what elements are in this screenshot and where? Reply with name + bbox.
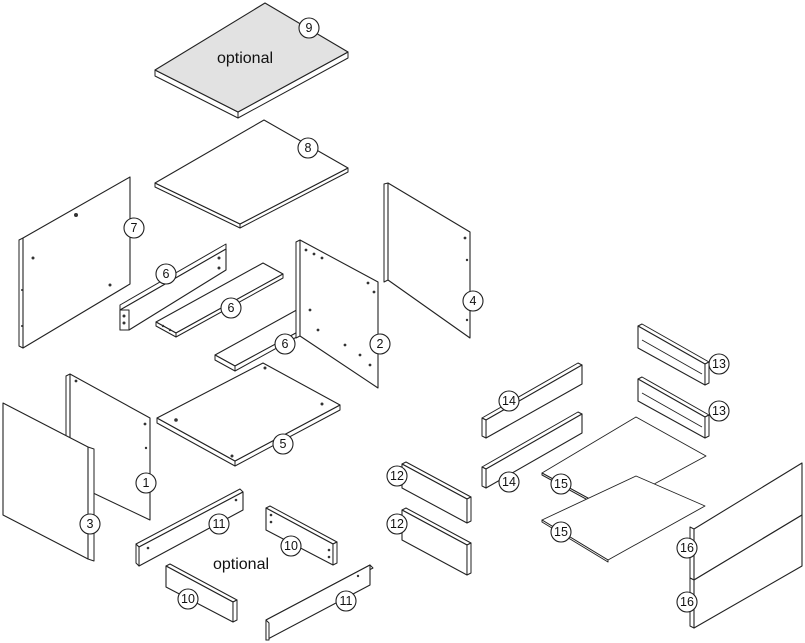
svg-text:7: 7 bbox=[131, 221, 138, 235]
part-13-drawer-back-2 bbox=[637, 376, 710, 439]
svg-text:6: 6 bbox=[163, 267, 170, 281]
part-14-drawer-side-2 bbox=[481, 411, 583, 489]
callout-12-lower: 12 bbox=[386, 513, 408, 535]
part-3-front-panel bbox=[2, 402, 95, 562]
svg-text:14: 14 bbox=[502, 394, 516, 408]
callout-10-lower: 10 bbox=[177, 588, 199, 610]
svg-text:12: 12 bbox=[390, 517, 404, 531]
callout-15-lower: 15 bbox=[550, 521, 572, 543]
callout-6-flat-2: 6 bbox=[274, 333, 296, 355]
part-11-base-rail-2 bbox=[265, 564, 374, 641]
svg-text:13: 13 bbox=[712, 404, 726, 418]
part-8-top-board bbox=[154, 119, 349, 229]
svg-text:15: 15 bbox=[554, 477, 568, 491]
svg-text:2: 2 bbox=[377, 337, 384, 351]
part-4-side-panel bbox=[383, 182, 471, 339]
svg-text:12: 12 bbox=[390, 469, 404, 483]
part-12-drawer-rail-1 bbox=[401, 461, 472, 524]
callout-7: 7 bbox=[123, 217, 145, 239]
part-2-partition-panel bbox=[295, 239, 379, 389]
svg-text:9: 9 bbox=[306, 21, 313, 35]
part-10-base-rail-1 bbox=[265, 505, 338, 566]
svg-text:13: 13 bbox=[712, 357, 726, 371]
callout-11-upper: 11 bbox=[208, 513, 230, 535]
part-11-base-rail-1 bbox=[135, 488, 244, 567]
svg-text:3: 3 bbox=[87, 517, 94, 531]
part-7-side-panel bbox=[18, 176, 131, 349]
svg-text:5: 5 bbox=[280, 437, 287, 451]
optional-label-base: optional bbox=[213, 556, 269, 573]
callout-2: 2 bbox=[369, 333, 391, 355]
callout-1: 1 bbox=[135, 472, 157, 494]
svg-text:11: 11 bbox=[340, 594, 353, 608]
callout-16-upper: 16 bbox=[676, 537, 698, 559]
callout-11-lower: 11 bbox=[335, 590, 357, 612]
svg-text:8: 8 bbox=[305, 141, 312, 155]
part-10-base-rail-2 bbox=[165, 563, 238, 623]
svg-text:1: 1 bbox=[143, 476, 150, 490]
callout-15-upper: 15 bbox=[550, 473, 572, 495]
callout-16-lower: 16 bbox=[676, 591, 698, 613]
callout-9: 9 bbox=[298, 17, 320, 39]
svg-text:16: 16 bbox=[680, 541, 694, 555]
callout-10-upper: 10 bbox=[280, 535, 302, 557]
svg-text:16: 16 bbox=[680, 595, 694, 609]
svg-text:4: 4 bbox=[470, 294, 477, 308]
svg-text:10: 10 bbox=[284, 539, 298, 553]
callout-14-upper: 14 bbox=[498, 390, 520, 412]
svg-text:6: 6 bbox=[228, 301, 235, 315]
part-5-bottom-board bbox=[156, 362, 341, 467]
callout-6-upright: 6 bbox=[155, 263, 177, 285]
optional-label-top: optional bbox=[217, 50, 273, 67]
svg-text:11: 11 bbox=[213, 517, 226, 531]
svg-text:15: 15 bbox=[554, 525, 568, 539]
part-13-drawer-back-1 bbox=[637, 323, 710, 386]
callout-13-upper: 13 bbox=[708, 353, 730, 375]
svg-text:10: 10 bbox=[181, 592, 195, 606]
callout-3: 3 bbox=[79, 513, 101, 535]
callout-13-lower: 13 bbox=[708, 400, 730, 422]
callout-4: 4 bbox=[462, 290, 484, 312]
callout-14-lower: 14 bbox=[498, 471, 520, 493]
svg-text:14: 14 bbox=[502, 475, 516, 489]
svg-text:6: 6 bbox=[282, 337, 289, 351]
callout-8: 8 bbox=[297, 137, 319, 159]
callout-5: 5 bbox=[272, 433, 294, 455]
callout-6-flat-1: 6 bbox=[220, 297, 242, 319]
callout-12-upper: 12 bbox=[386, 465, 408, 487]
